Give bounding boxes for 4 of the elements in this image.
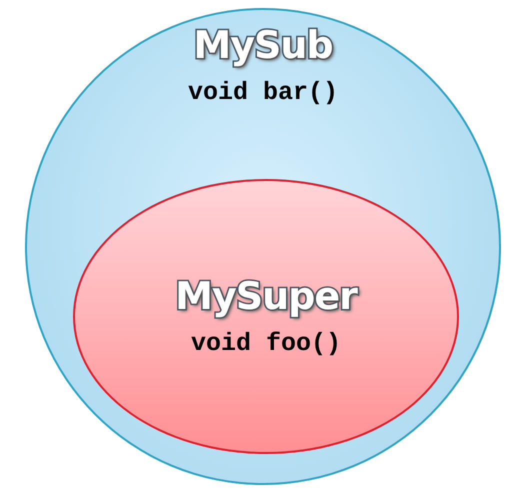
method-signature: void foo() [190,328,342,358]
class-name: MySub [193,24,333,68]
class-name: MySuper [175,275,357,319]
method-signature: void bar() [188,78,338,107]
